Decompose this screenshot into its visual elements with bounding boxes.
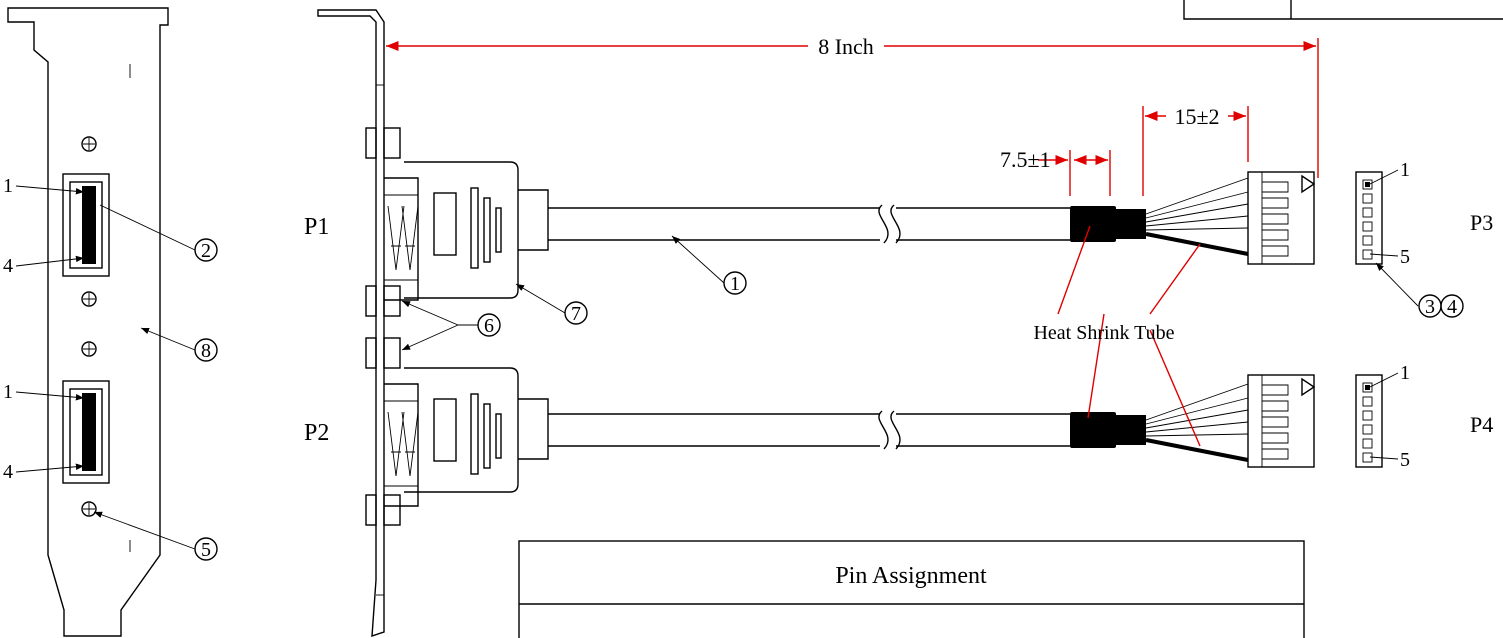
connector-p3-label: P3 [1470, 210, 1493, 235]
callout-3: 3 [1425, 296, 1435, 318]
overall-length-dimension: 8 Inch [818, 34, 874, 59]
connector-p2-label: P2 [304, 420, 329, 446]
callout-5: 5 [201, 539, 211, 561]
callout-4: 4 [1447, 296, 1457, 318]
p4-pin-last-label: 5 [1400, 449, 1410, 471]
wire-strip-length-dimension: 15±2 [1174, 104, 1219, 129]
pin-assignment-table-title: Pin Assignment [835, 563, 987, 589]
callout-8-circle [194, 338, 218, 362]
heat-shrink-length-dimension: 7.5±1 [1000, 147, 1051, 172]
callout-7: 7 [571, 303, 581, 325]
usb2-pin-first-label: 1 [3, 381, 13, 403]
heat-shrink-tube-label: Heat Shrink Tube [1033, 322, 1174, 344]
p3-pin-last-label: 5 [1400, 246, 1410, 268]
callout-7-circle [564, 301, 588, 325]
callout-2: 2 [201, 240, 211, 262]
usb1-pin-last-label: 4 [3, 255, 13, 277]
callout-4-circle [1440, 294, 1464, 318]
callout-8: 8 [201, 340, 211, 362]
callout-6-circle [477, 313, 501, 337]
p3-pin-first-label: 1 [1400, 159, 1410, 181]
connector-p4-label: P4 [1470, 412, 1493, 437]
bracket-side-view [317, 9, 401, 637]
p4-pin-first-label: 1 [1400, 362, 1410, 384]
usb1-pin-first-label: 1 [3, 175, 13, 197]
callout-2-circle [194, 238, 218, 262]
pin-assignment-table [518, 540, 1305, 638]
callout-5-circle [194, 537, 218, 561]
callout-6: 6 [484, 315, 494, 337]
usb2-pin-last-label: 4 [3, 461, 13, 483]
lower-cable-assembly [384, 367, 1383, 507]
upper-cable-assembly [384, 161, 1383, 301]
title-block-fragment [1183, 0, 1503, 20]
callout-1: 1 [730, 273, 740, 295]
dimension-lines [386, 38, 1319, 447]
callout-1-circle [723, 271, 747, 295]
bracket-front-view [7, 7, 169, 637]
connector-p1-label: P1 [304, 214, 329, 240]
